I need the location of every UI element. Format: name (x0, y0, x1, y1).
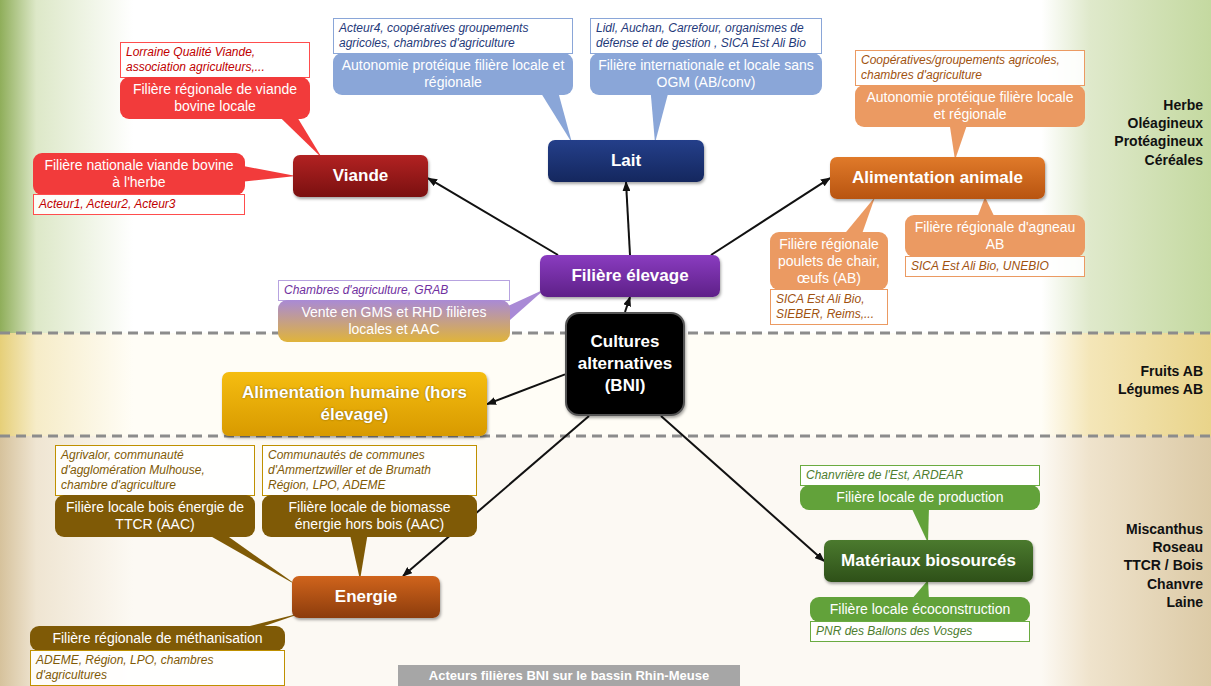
side-label: Fruits AB Légumes AB (1107, 362, 1203, 398)
process-box: Lait (548, 140, 704, 182)
bubble-label: Filière nationale viande bovine à l'herb… (33, 153, 245, 195)
bubble-tail (278, 116, 322, 158)
callout-group: Filière régionale d'agneau ABSICA Est Al… (905, 215, 1085, 277)
bubble-label: Autonomie protéique filière locale et ré… (333, 53, 573, 95)
bubble-label: Filière régionale d'agneau AB (905, 215, 1085, 257)
bubble-label: Filière locale écoconstruction (810, 597, 1030, 622)
actor-label: SICA Est Ali Bio, SIEBER, Reims,... (770, 289, 888, 325)
box-label: Filière élevage (548, 265, 712, 287)
actor-label: Communautés de communes d'Ammertzwiller … (262, 445, 477, 496)
box-label: Viande (301, 165, 420, 187)
actor-label: Chanvrière de l'Est, ARDEAR (800, 465, 1040, 486)
actor-label: Acteur4, coopératives groupements agrico… (333, 18, 573, 54)
callout-group: Filière nationale viande bovine à l'herb… (33, 153, 245, 215)
box-label: Alimentation humaine (hors élevage) (230, 382, 479, 426)
side-label: Herbe Oléagineux Protéagineux Céréales (1107, 96, 1203, 169)
box-label: Lait (556, 150, 696, 172)
actor-label: ADEME, Région, LPO, chambres d'agricultu… (30, 650, 285, 686)
bubble-tail (540, 92, 572, 143)
actor-label: Acteur1, Acteur2, Acteur3 (33, 194, 245, 215)
callout-group: Communautés de communes d'Ammertzwiller … (262, 445, 477, 537)
connector-arrow (626, 182, 630, 255)
caption-bar: Acteurs filières BNI sur le bassin Rhin-… (398, 665, 740, 686)
callout-group: Acteur4, coopératives groupements agrico… (333, 18, 573, 95)
process-box: Energie (292, 576, 440, 618)
connector-arrow (428, 178, 558, 255)
bubble-label: Filière régionale poulets de chair, œufs… (770, 232, 888, 290)
callout-group: Filière régionale de méthanisationADEME,… (30, 626, 285, 686)
callout-group: Lidl, Auchan, Carrefour, organismes de d… (590, 18, 822, 95)
callout-group: Coopératives/groupements agricoles, cham… (855, 50, 1085, 127)
bubble-tail (950, 124, 968, 160)
bubble-label: Filière internationale et locale sans OG… (590, 53, 822, 95)
connector-arrow (625, 297, 630, 312)
bubble-tail (242, 166, 296, 182)
actor-label: Agrivalor, communauté d'agglomération Mu… (55, 445, 255, 496)
bubble-label: Filière locale de biomasse énergie hors … (262, 495, 477, 537)
bubble-tail (350, 534, 368, 580)
connector-arrow (661, 416, 824, 561)
process-box: Alimentation humaine (hors élevage) (222, 372, 487, 436)
actor-label: SICA Est Ali Bio, UNEBIO (905, 256, 1085, 277)
callout-group: Chanvrière de l'Est, ARDEARFilière local… (800, 465, 1040, 510)
bubble-tail (911, 507, 929, 543)
box-label: Energie (300, 586, 432, 608)
bubble-tail (651, 92, 669, 143)
actor-label: Chambres d'agriculture, GRAB (278, 280, 510, 301)
callout-group: Filière locale écoconstructionPNR des Ba… (810, 597, 1030, 642)
actor-label: Lidl, Auchan, Carrefour, organismes de d… (590, 18, 822, 54)
bubble-tail (507, 289, 545, 323)
process-box: Alimentation animale (830, 157, 1045, 199)
bubble-label: Vente en GMS et RHD filières locales et … (278, 300, 510, 342)
bubble-label: Filière régionale de viande bovine local… (120, 77, 310, 119)
actor-label: Coopératives/groupements agricoles, cham… (855, 50, 1085, 86)
callout-group: Filière régionale poulets de chair, œufs… (770, 232, 888, 325)
process-box: Cultures alternatives (BNI) (565, 312, 685, 416)
process-box: Filière élevage (540, 255, 720, 297)
actor-label: Lorraine Qualité Viande, association agr… (120, 42, 310, 78)
box-label: Alimentation animale (838, 167, 1037, 189)
callout-group: Chambres d'agriculture, GRABVente en GMS… (278, 280, 510, 342)
box-label: Cultures alternatives (BNI) (575, 331, 675, 397)
bubble-label: Autonomie protéique filière locale et ré… (855, 85, 1085, 127)
bubble-label: Filière locale bois énergie de TTCR (AAC… (55, 495, 255, 537)
actor-label: PNR des Ballons des Vosges (810, 621, 1030, 642)
side-label: Miscanthus Roseau TTCR / Bois Chanvre La… (1113, 520, 1203, 611)
process-box: Matériaux biosourcés (824, 540, 1033, 582)
bubble-tail (206, 534, 298, 586)
connector-arrow (487, 374, 565, 404)
box-label: Matériaux biosourcés (832, 550, 1025, 572)
process-box: Viande (293, 155, 428, 197)
bubble-label: Filière locale de production (800, 485, 1040, 510)
callout-group: Agrivalor, communauté d'agglomération Mu… (55, 445, 255, 537)
dashed-separator (0, 435, 1211, 438)
bubble-label: Filière régionale de méthanisation (30, 626, 285, 651)
callout-group: Lorraine Qualité Viande, association agr… (120, 42, 310, 119)
bubble-tail (844, 197, 875, 235)
